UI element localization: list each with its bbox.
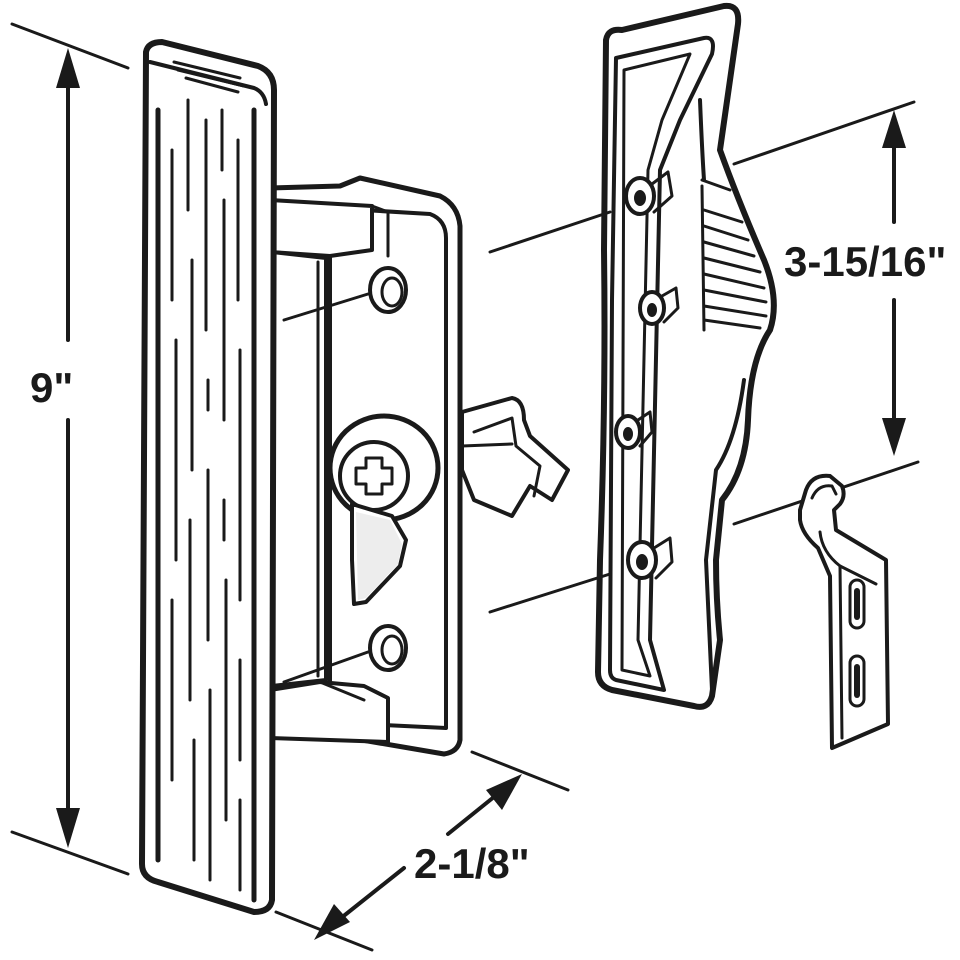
hole-spacing-label: 3-15/16" (784, 238, 946, 285)
inside-upper-alignment-line (488, 210, 612, 254)
spacing-arrow-down-icon (882, 418, 906, 456)
lock-lever (350, 502, 408, 606)
depth-extension-right (470, 750, 570, 792)
depth-arrow-right-icon (486, 774, 522, 810)
height-dimension: 9" (10, 22, 130, 876)
depth-dimension: 2-1/8" (274, 750, 570, 952)
spacing-extension-top (732, 100, 916, 166)
depth-arrow-left-icon (314, 904, 350, 940)
inside-handle-screw-bosses (614, 170, 680, 580)
pull-handle-top-edge (148, 60, 268, 106)
pull-handle-grain (155, 98, 257, 903)
upper-alignment-line (282, 292, 370, 322)
inside-handle-recess (608, 35, 715, 692)
height-arrow-up-icon (56, 48, 80, 88)
latch-mechanism (267, 175, 570, 757)
latch-hook (460, 396, 570, 518)
inside-lower-alignment-line (488, 572, 612, 614)
keeper-bracket (798, 473, 890, 750)
hole-spacing-dimension: 3-15/16" (732, 100, 946, 526)
lower-alignment-line (282, 650, 370, 684)
phillips-screw-icon (354, 456, 394, 496)
height-extension-top (10, 22, 130, 70)
keeper-body (798, 473, 890, 750)
height-label: 9" (30, 364, 73, 411)
inside-handle (488, 2, 777, 710)
spacing-arrow-up-icon (882, 110, 906, 148)
upper-mount-boss (268, 198, 374, 258)
depth-label: 2-1/8" (414, 840, 530, 887)
lower-mount-boss (268, 680, 390, 744)
grip-ribs (700, 178, 768, 332)
height-arrow-down-icon (56, 808, 80, 848)
outside-pull-handle (139, 39, 277, 915)
height-extension-bottom (10, 830, 130, 876)
